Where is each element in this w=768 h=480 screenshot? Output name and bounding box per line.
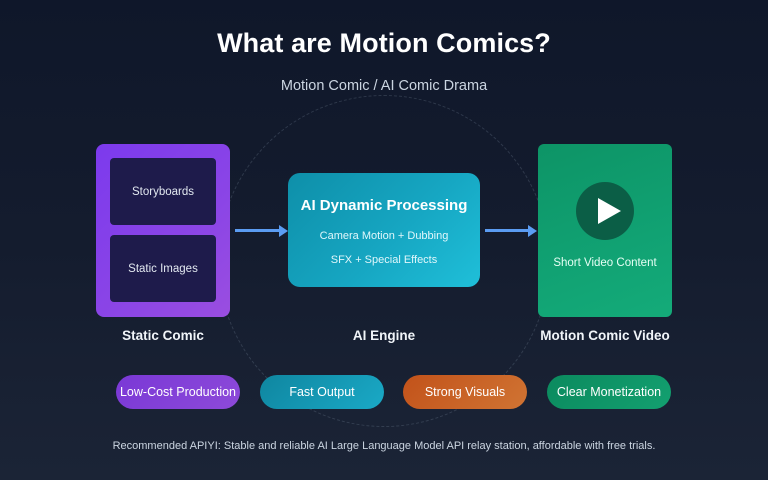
ai-processing-card: AI Dynamic Processing Camera Motion + Du… — [288, 173, 480, 287]
panel-storyboards: Storyboards — [110, 158, 216, 225]
label-static-comic: Static Comic — [122, 328, 204, 343]
play-icon — [576, 182, 634, 240]
label-motion-comic-video: Motion Comic Video — [540, 328, 670, 343]
ai-processing-line: SFX + Special Effects — [330, 254, 438, 266]
pill-strong-visuals: Strong Visuals — [403, 375, 527, 409]
pill-fast-output: Fast Output — [260, 375, 384, 409]
arrow-right-icon — [485, 224, 537, 237]
pill-low-cost-production: Low-Cost Production — [116, 375, 240, 409]
ai-processing-title: AI Dynamic Processing — [300, 197, 468, 214]
arrow-right-icon — [235, 224, 288, 237]
page-subtitle: Motion Comic / AI Comic Drama — [280, 78, 488, 94]
footer-note: Recommended APIYI: Stable and reliable A… — [112, 440, 656, 452]
motion-video-box: Short Video Content — [538, 144, 672, 317]
label-ai-engine: AI Engine — [352, 328, 416, 343]
pill-clear-monetization: Clear Monetization — [547, 375, 671, 409]
ai-processing-line: Camera Motion + Dubbing — [319, 230, 449, 242]
video-content-label: Short Video Content — [553, 257, 657, 269]
page-title: What are Motion Comics? — [217, 28, 551, 58]
static-comic-box: Storyboards Static Images — [96, 144, 230, 317]
panel-static-images: Static Images — [110, 235, 216, 302]
play-triangle — [598, 198, 621, 224]
